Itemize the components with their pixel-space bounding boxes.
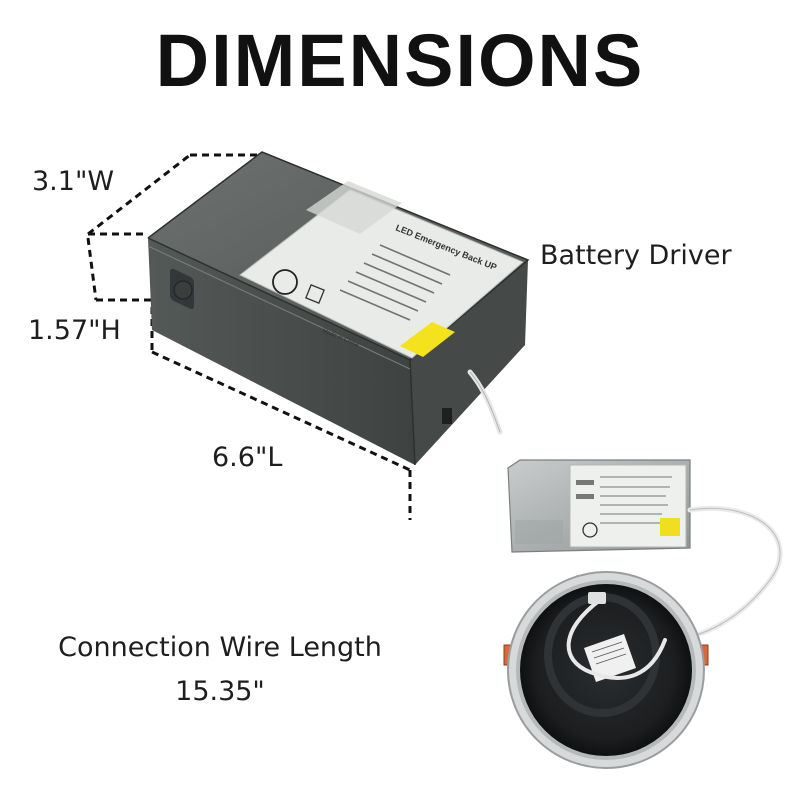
height-dimension-line (86, 237, 155, 302)
page-title: DIMENSIONS (155, 19, 645, 102)
height-label: 1.57"H (28, 315, 121, 346)
product-label: Battery Driver (540, 240, 732, 271)
wire-length-value: 15.35" (175, 676, 265, 707)
length-label: 6.6"L (212, 442, 283, 473)
wire-length-label: Connection Wire Length (58, 632, 382, 663)
length-dimension-line (150, 307, 412, 520)
small-driver-box (507, 459, 783, 643)
battery-driver-box: LED Emergency Back UP Made in China (147, 151, 530, 466)
width-dimension-line (87, 153, 262, 236)
width-label: 3.1"W (32, 166, 115, 197)
knockout-icon (173, 280, 193, 300)
small-etl-mark-icon (582, 522, 598, 538)
etl-mark-icon (272, 269, 298, 295)
recessed-downlight (503, 571, 709, 769)
